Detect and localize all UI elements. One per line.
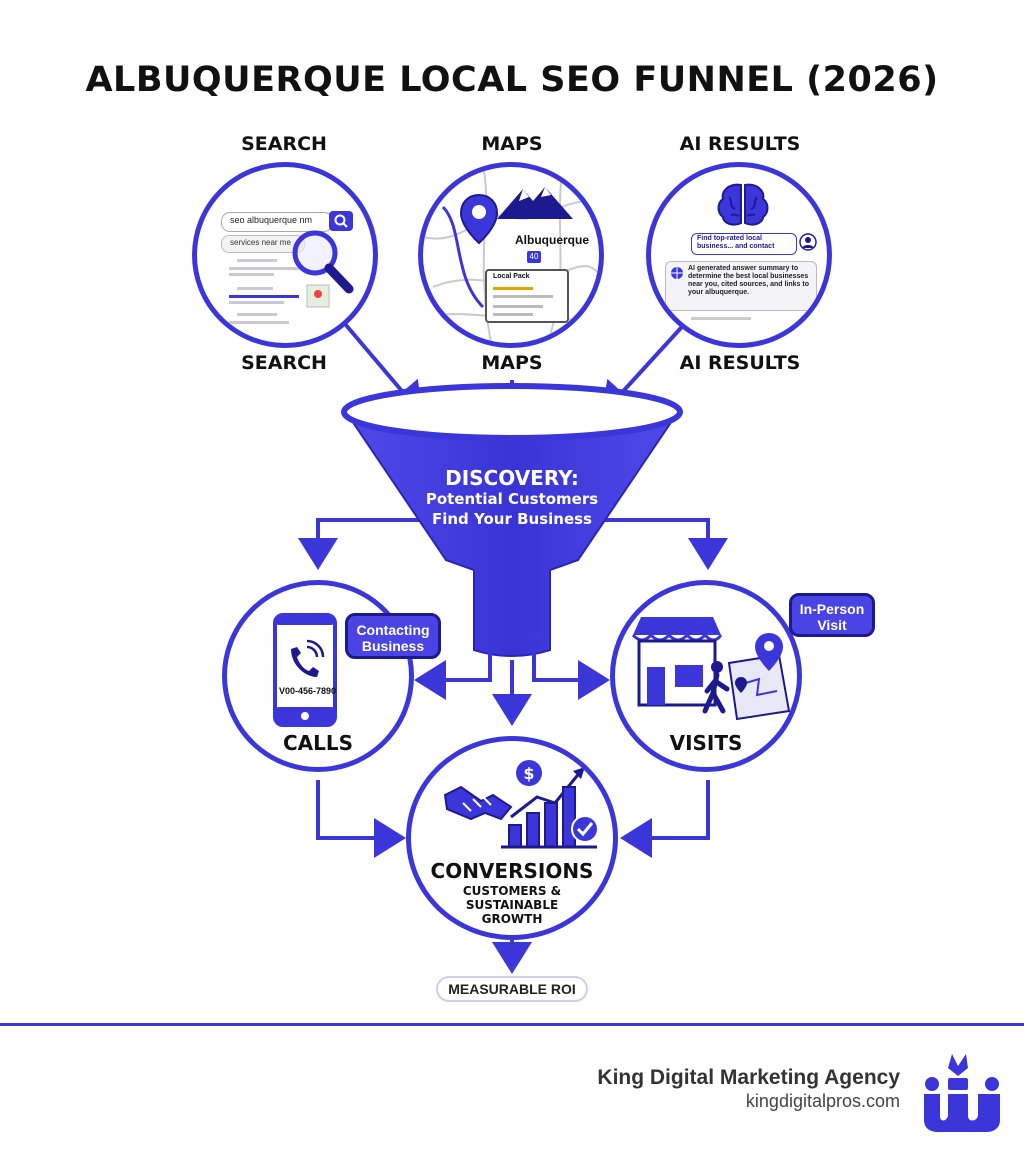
search-circle: seo albuquerque nm services near me: [192, 162, 378, 348]
footer-divider: [0, 1023, 1024, 1026]
conversions-sub1: CUSTOMERS &: [462, 884, 562, 898]
crown-logo-icon: [924, 1054, 1000, 1132]
conversions-label: CONVERSIONS: [430, 859, 594, 883]
label-search-bottom: SEARCH: [241, 352, 327, 374]
arrow-funnel-to-visits: [584, 518, 728, 570]
arrow-visits-to-conversions: [620, 780, 710, 858]
page-title: ALBUQUERQUE LOCAL SEO FUNNEL (2026): [85, 60, 939, 100]
agency-url[interactable]: kingdigitalpros.com: [745, 1091, 900, 1111]
roi-badge: MEASURABLE ROI: [436, 976, 588, 1002]
ai-answer-box: AI generated answer summary to determine…: [665, 261, 817, 311]
conversions-sub3: GROWTH: [481, 912, 543, 926]
magnifier-icon: [292, 230, 354, 294]
calls-circle: V00-456-7890 Contacting Business CALLS: [222, 580, 441, 772]
funnel-heading: DISCOVERY:: [445, 466, 579, 490]
arrow-funnel-to-calls-low: [414, 648, 492, 700]
calls-bubble: Contacting Business: [345, 613, 441, 659]
visits-bubble: In-Person Visit: [789, 593, 875, 637]
label-maps-bottom: MAPS: [481, 352, 543, 374]
ai-prompt-box: Find top-rated local business... and con…: [691, 233, 797, 255]
search-icon: [334, 214, 348, 228]
brain-icon: [717, 183, 769, 226]
highway-shield: 40: [527, 251, 541, 263]
search-results: [229, 259, 330, 324]
label-search-top: SEARCH: [241, 133, 327, 155]
label-maps-top: MAPS: [481, 133, 543, 155]
visits-label: VISITS: [669, 731, 743, 755]
ai-globe-icon: [671, 267, 683, 279]
funnel-rim: [341, 383, 683, 441]
search-suggestion: services near me: [221, 235, 305, 253]
svg-text:$: $: [523, 764, 534, 783]
map-city-label: Albuquerque: [515, 233, 589, 247]
search-query: seo albuquerque nm: [230, 215, 313, 225]
phone-icon: [273, 613, 337, 727]
arrow-calls-to-conversions: [316, 780, 406, 858]
label-ai-top: AI RESULTS: [679, 133, 801, 155]
agency-name: King Digital Marketing Agency: [597, 1066, 900, 1089]
storefront-and-map-icon: [631, 617, 791, 721]
ai-circle: Find top-rated local business... and con…: [646, 162, 832, 348]
funnel-line1: Potential Customers: [425, 490, 599, 508]
visits-circle: In-Person Visit VISITS: [610, 580, 875, 772]
conversions-sub2: SUSTAINABLE: [465, 898, 559, 912]
search-button: [329, 211, 353, 231]
map-background: [423, 167, 599, 343]
user-avatar-icon: [799, 233, 817, 251]
funnel-line2: Find Your Business: [431, 510, 592, 528]
funnel-diagram: [298, 316, 728, 974]
arrow-funnel-to-calls: [298, 518, 440, 570]
maps-circle: Albuquerque 40 Local Pack: [418, 162, 604, 348]
conversions-circle: $ CONVERSIONS CUSTOMERS & SUSTAINABLE GR…: [406, 736, 618, 940]
calls-label: CALLS: [282, 731, 354, 755]
arrow-funnel-to-visits-low: [532, 648, 610, 700]
map-pin-icon: [459, 193, 499, 245]
label-ai-bottom: AI RESULTS: [679, 352, 801, 374]
growth-handshake-icon: $: [443, 760, 599, 849]
local-pack-card: Local Pack: [485, 269, 569, 323]
phone-number: V00-456-7890: [279, 686, 337, 696]
